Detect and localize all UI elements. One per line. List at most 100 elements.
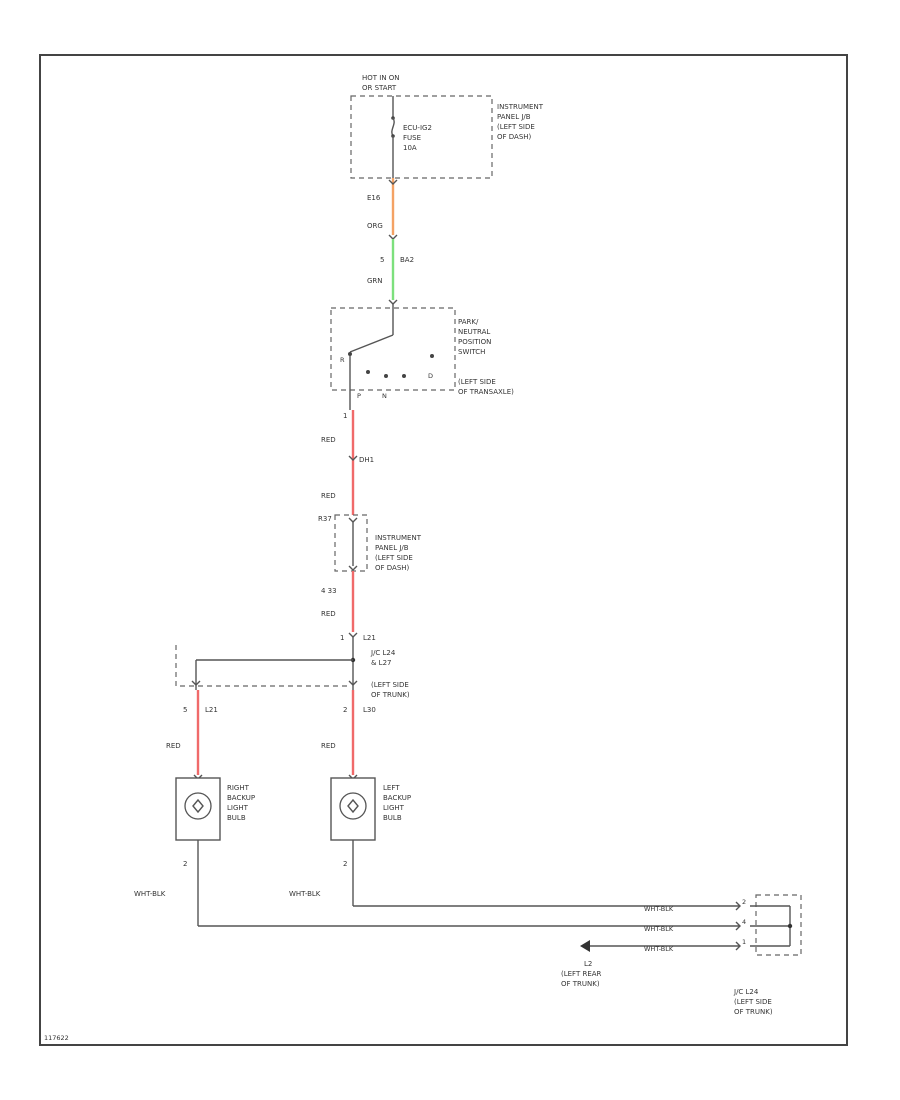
right-lamp-label-line4: BULB bbox=[227, 814, 246, 822]
diagram-frame bbox=[39, 54, 848, 1046]
gnd-chevron-3 bbox=[735, 941, 741, 951]
gnd-junction-label-line1: J/C L24 bbox=[733, 988, 759, 996]
right-backup-light: 5 L21 RED RIGHT BACKUP LIGHT BULB 2 WHT-… bbox=[134, 690, 255, 926]
left-lamp-ground-color: WHT-BLK bbox=[289, 890, 321, 898]
fuse-box-location-line2: PANEL J/B bbox=[497, 113, 531, 121]
fuse-box-location-line1: INSTRUMENT bbox=[497, 103, 544, 111]
jb2-color-bottom: RED bbox=[321, 610, 336, 618]
junction-chevron-top bbox=[348, 632, 358, 638]
right-lamp-label-line2: BACKUP bbox=[227, 794, 255, 802]
ground-wire-label-3: WHT-BLK bbox=[644, 945, 674, 953]
pn-label-line3: POSITION bbox=[458, 338, 491, 346]
gnd-bus-splice bbox=[787, 923, 793, 929]
pn-terminal-r: R bbox=[340, 356, 345, 364]
junction-outline bbox=[175, 645, 350, 687]
left-lamp-filament bbox=[347, 798, 359, 814]
right-lamp-pin-bottom: 2 bbox=[183, 860, 187, 868]
jb2-color-top: RED bbox=[321, 492, 336, 500]
pn-contact-2 bbox=[402, 374, 406, 378]
right-lamp-connector: L21 bbox=[205, 706, 218, 714]
pn-label-line6: OF TRANSAXLE) bbox=[458, 388, 514, 396]
junction-connector: 1 L21 J/C L24 & L27 (LEFT SIDE OF TRUNK) bbox=[175, 632, 410, 699]
pn-terminal-p: P bbox=[357, 392, 361, 400]
right-lamp-label-line1: RIGHT bbox=[227, 784, 250, 792]
pn-label-line1: PARK/ bbox=[458, 318, 479, 326]
jb2-label-line3: (LEFT SIDE bbox=[375, 554, 413, 562]
connector-chevron-e16 bbox=[388, 179, 398, 185]
junction-pin: 1 bbox=[340, 634, 344, 642]
gnd-pin-2: 4 bbox=[742, 918, 746, 926]
gnd-chevron-1 bbox=[735, 901, 741, 911]
jb2-connector-top: R37 bbox=[318, 515, 332, 523]
pn-label-line5: (LEFT SIDE bbox=[458, 378, 496, 386]
right-lamp-bulb bbox=[184, 792, 212, 820]
jb2-label-line2: PANEL J/B bbox=[375, 544, 409, 552]
instrument-panel-jb: R37 INSTRUMENT PANEL J/B (LEFT SIDE OF D… bbox=[318, 514, 422, 572]
jb2-outline bbox=[334, 514, 368, 572]
pn-terminal-d: D bbox=[428, 372, 433, 380]
connector-chevron-pn bbox=[388, 299, 398, 305]
fuse-label-line2: FUSE bbox=[403, 134, 421, 142]
gnd-pin-1: 2 bbox=[742, 898, 746, 906]
fuse-box-header-line1: HOT IN ON bbox=[362, 74, 400, 82]
fuse-box-outline bbox=[350, 95, 493, 179]
left-backup-light: 2 L30 RED LEFT BACKUP LIGHT BULB 2 WHT-B… bbox=[289, 690, 411, 906]
left-lamp-connector: L30 bbox=[363, 706, 376, 714]
connector-chevron-dh1 bbox=[348, 455, 358, 461]
pn-label-line4: SWITCH bbox=[458, 348, 485, 356]
pn-contact-r bbox=[348, 352, 352, 356]
left-lamp-pin-top: 2 bbox=[343, 706, 347, 714]
pn-contact-n bbox=[384, 374, 388, 378]
left-lamp-label-line2: BACKUP bbox=[383, 794, 411, 802]
right-lamp-ground-color: WHT-BLK bbox=[134, 890, 166, 898]
left-lamp-pin-bottom: 2 bbox=[343, 860, 347, 868]
figure-id: 117622 bbox=[44, 1034, 69, 1042]
ground-point-label-line2: OF TRUNK) bbox=[561, 980, 600, 988]
ground-wire-label-2: WHT-BLK bbox=[644, 925, 674, 933]
gnd-junction-outline bbox=[755, 894, 802, 956]
junction-label-line1: J/C L24 bbox=[370, 649, 396, 657]
jb2-connector-bottom: 4 33 bbox=[321, 587, 337, 595]
junction-label-line4: OF TRUNK) bbox=[371, 691, 410, 699]
park-neutral-switch: R P N D PARK/ NEUTRAL POSITION SWITCH (L… bbox=[330, 304, 514, 400]
junction-chevron-right bbox=[191, 680, 201, 686]
junction-connector-label: L21 bbox=[363, 634, 376, 642]
fuse-box-location-line3: (LEFT SIDE bbox=[497, 123, 535, 131]
fuse-box: HOT IN ON OR START ECU-IG2 FUSE 10A INST… bbox=[350, 74, 544, 179]
pn-switch-arm bbox=[349, 334, 394, 353]
right-lamp-filament bbox=[192, 798, 204, 814]
gnd-pin-3: 1 bbox=[742, 938, 746, 946]
gnd-junction-label-line3: OF TRUNK) bbox=[734, 1008, 773, 1016]
right-lamp-label-line3: LIGHT bbox=[227, 804, 249, 812]
wire-segment-red-middle: 4 33 RED bbox=[321, 571, 355, 632]
pn-contact-p bbox=[366, 370, 370, 374]
fuse-box-location-line4: OF DASH) bbox=[497, 133, 532, 141]
connector-chevron-lower bbox=[388, 234, 398, 240]
wire3-pin-label: 1 bbox=[343, 412, 347, 420]
wire-segment-red-upper: 1 RED DH1 RED bbox=[321, 395, 374, 515]
left-lamp-wire-color: RED bbox=[321, 742, 336, 750]
jb2-label-line1: INSTRUMENT bbox=[375, 534, 422, 542]
wire2-connector-label: BA2 bbox=[400, 256, 414, 264]
jb2-chevron-bottom bbox=[348, 565, 358, 571]
wire-segment-green: 5 BA2 GRN bbox=[367, 239, 414, 305]
wire2-pin-label: 5 bbox=[380, 256, 384, 264]
left-lamp-label-line1: LEFT bbox=[383, 784, 400, 792]
left-lamp-label-line3: LIGHT bbox=[383, 804, 405, 812]
wire3-color-label: RED bbox=[321, 436, 336, 444]
ground-point-arrow bbox=[580, 940, 590, 952]
ground-runs: WHT-BLK WHT-BLK WHT-BLK 2 4 1 bbox=[198, 894, 802, 956]
left-lamp-bulb bbox=[339, 792, 367, 820]
jb2-chevron-top bbox=[348, 517, 358, 523]
wire2-color-label: GRN bbox=[367, 277, 383, 285]
junction-label-line2: & L27 bbox=[371, 659, 392, 667]
gnd-junction-label-line2: (LEFT SIDE bbox=[734, 998, 772, 1006]
wire-segment-orange: E16 ORG bbox=[367, 178, 398, 240]
pn-contact-d bbox=[430, 354, 434, 358]
junction-chevron-left bbox=[348, 680, 358, 686]
pn-terminal-n: N bbox=[382, 392, 387, 400]
left-lamp-label-line4: BULB bbox=[383, 814, 402, 822]
fuse-box-header-line2: OR START bbox=[362, 84, 397, 92]
fuse-element bbox=[391, 117, 395, 137]
